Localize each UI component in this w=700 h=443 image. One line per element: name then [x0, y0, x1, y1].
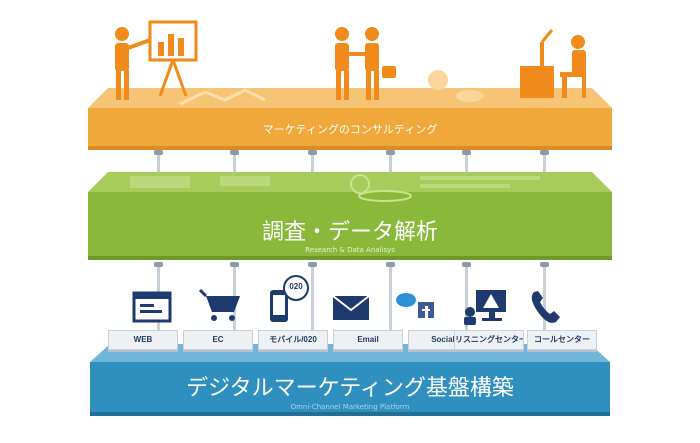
platform-layer-title: デジタルマーケティング基盤構築: [186, 376, 514, 401]
connector-mid-6: [540, 262, 549, 332]
channel-chip-web: WEB: [108, 330, 178, 350]
connector-top-1: [154, 150, 163, 182]
connector-mid-3: [308, 262, 317, 332]
connector-mid-4: [386, 262, 395, 332]
browser-window-icon: [132, 291, 172, 323]
smartphone-020-icon: [270, 275, 309, 322]
badge-020: 020: [289, 282, 303, 291]
desk-worker-figure: [520, 29, 586, 98]
connector-top-3: [308, 150, 317, 182]
twitter-facebook-icon: [396, 293, 434, 318]
presenter-figure: [115, 27, 151, 100]
platform-layer-subtitle: Omni-Channel Marketing Platform: [290, 403, 410, 411]
channel-chip-email: Email: [333, 330, 403, 350]
telephone-icon: [531, 291, 560, 323]
connector-top-6: [540, 150, 549, 182]
research-layer-subtitle: Research & Data Analisys: [305, 246, 395, 254]
research-layer-title: 調査・データ解析: [261, 220, 438, 245]
consulting-layer-title: マーケティングのコンサルティング: [262, 123, 438, 136]
handshake-figures: [335, 27, 396, 100]
monitor-alert-icon: [464, 290, 506, 325]
connector-top-5: [462, 150, 471, 182]
chart-board-icon: [148, 20, 198, 97]
channel-chip-listening: リスニングセンター: [454, 330, 524, 350]
research-slab: [88, 172, 612, 260]
envelope-icon: [332, 295, 370, 320]
channel-chip-mobile: モバイル/020: [258, 330, 328, 350]
channel-chip-callcenter: コールセンター: [527, 330, 597, 350]
connector-mid-5: [462, 262, 471, 332]
connector-top-4: [386, 150, 395, 182]
shopping-cart-icon: [198, 288, 240, 321]
consulting-slab: [88, 70, 612, 150]
connector-top-2: [230, 150, 239, 182]
channel-chip-ec: EC: [183, 330, 253, 350]
